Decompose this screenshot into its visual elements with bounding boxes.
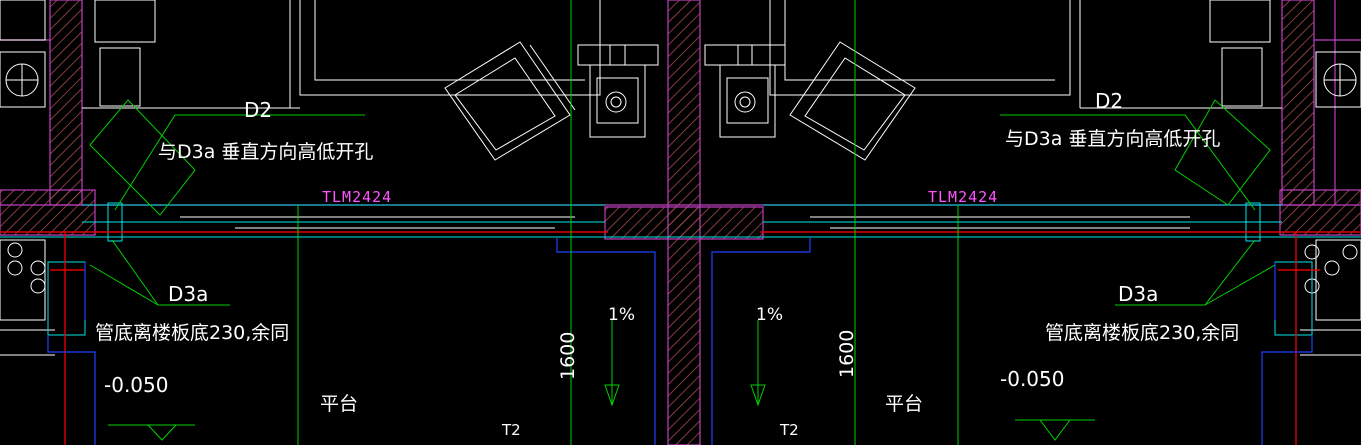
label-d3a-note-right: 与D3a 垂直方向高低开孔: [1005, 128, 1220, 150]
label-pipe-note-right: 管底离楼板底230,余同: [1045, 322, 1239, 344]
annotation-text: D2 D2 与D3a 垂直方向高低开孔 与D3a 垂直方向高低开孔 TLM242…: [95, 89, 1239, 439]
label-platform-right: 平台: [885, 393, 923, 415]
cyan-lines: [0, 202, 1361, 336]
label-elevation-right: -0.050: [1000, 367, 1064, 391]
blue-lines: [47, 238, 1313, 445]
label-slope-left: 1%: [608, 305, 635, 325]
label-pipe-note-left: 管底离楼板底230,余同: [95, 322, 289, 344]
label-tlm-right: TLM2424: [928, 188, 998, 206]
label-t2-left: T2: [501, 421, 521, 439]
label-dim-1600-right: 1600: [836, 330, 858, 378]
equipment-outlines: [0, 0, 1361, 356]
label-dim-1600-left: 1600: [557, 332, 579, 380]
label-d3a-right: D3a: [1118, 282, 1158, 306]
label-slope-right: 1%: [756, 305, 783, 325]
green-lines: [89, 0, 1276, 445]
label-elevation-left: -0.050: [104, 373, 168, 397]
label-d2-right: D2: [1095, 89, 1123, 113]
label-d2-left: D2: [244, 98, 272, 122]
label-t2-right: T2: [779, 421, 799, 439]
label-d3a-left: D3a: [168, 282, 208, 306]
label-tlm-left: TLM2424: [322, 188, 392, 206]
label-d3a-note-left: 与D3a 垂直方向高低开孔: [158, 141, 373, 163]
red-pipes: [0, 231, 1361, 445]
label-platform-left: 平台: [320, 393, 358, 415]
